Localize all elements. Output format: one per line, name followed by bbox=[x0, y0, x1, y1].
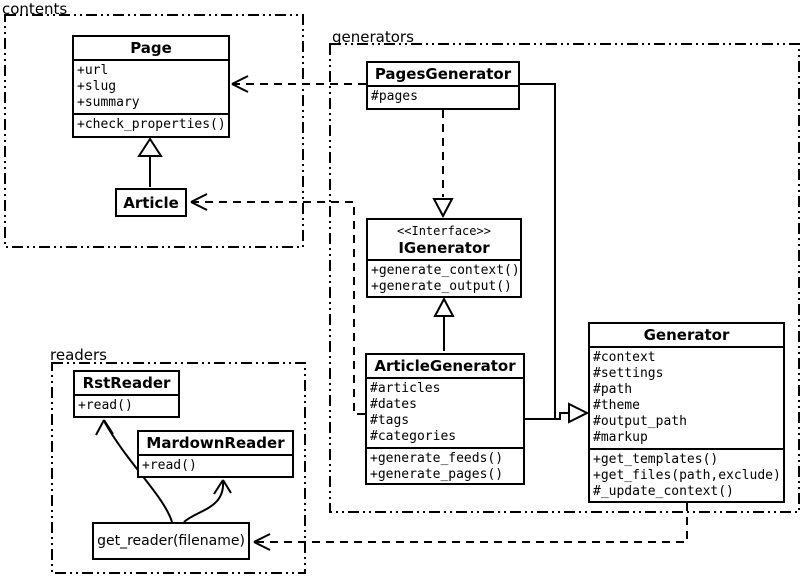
class-pages-generator-title: PagesGenerator bbox=[374, 65, 512, 83]
class-markdown-reader-title: MardownReader bbox=[146, 434, 285, 452]
triangle-arrow-page bbox=[137, 137, 163, 157]
attribute: #settings bbox=[593, 366, 664, 381]
class-pages-generator-attributes: #pages bbox=[368, 85, 518, 107]
class-igenerator: <<Interface>> IGenerator +generate_conte… bbox=[366, 218, 522, 298]
class-pages-generator: PagesGenerator #pages bbox=[366, 61, 520, 110]
package-contents-border bbox=[4, 14, 304, 248]
method: +get_templates() bbox=[593, 452, 719, 467]
method: +generate_feeds() bbox=[370, 451, 504, 466]
package-readers-border bbox=[51, 362, 306, 574]
function-get-reader-label: get_reader(filename) bbox=[97, 533, 245, 549]
class-page-methods: +check_properties() bbox=[74, 113, 228, 135]
attribute: #markup bbox=[593, 430, 648, 445]
method: +generate_context() bbox=[371, 263, 520, 278]
class-page: Page +url +slug +summary +check_properti… bbox=[72, 35, 230, 138]
package-generators-label: generators bbox=[332, 28, 414, 46]
function-get-reader: get_reader(filename) bbox=[92, 522, 250, 560]
arrowhead-open-getreader bbox=[253, 533, 271, 551]
class-article-generator-attributes: #articles #dates #tags #categories bbox=[367, 377, 523, 447]
class-markdown-reader-methods: +read() bbox=[139, 454, 292, 476]
triangle-arrow-igenerator-bottom bbox=[433, 296, 455, 317]
method: +get_files(path,exclude) bbox=[593, 468, 781, 483]
class-generator-attributes: #context #settings #path #theme #output_… bbox=[590, 346, 783, 448]
dependency-articlegenerator-article bbox=[192, 201, 365, 415]
class-article-generator-methods: +generate_feeds() +generate_pages() bbox=[367, 447, 523, 483]
attribute: +url bbox=[77, 63, 109, 78]
attribute: #articles bbox=[370, 381, 441, 396]
class-generator: Generator #context #settings #path #them… bbox=[588, 322, 785, 503]
class-rst-reader: RstReader +read() bbox=[73, 370, 180, 418]
dependency-generator-getreader bbox=[255, 503, 688, 543]
method: +generate_pages() bbox=[370, 467, 504, 482]
method: +generate_output() bbox=[371, 279, 512, 294]
package-readers-label: readers bbox=[50, 346, 107, 364]
arrowhead-open-rstreader bbox=[95, 419, 114, 436]
arrowhead-open-article bbox=[190, 193, 208, 211]
attribute: #path bbox=[593, 382, 633, 397]
arrow-getreader-markdownreader bbox=[183, 480, 225, 523]
class-article-generator: ArticleGenerator #articles #dates #tags … bbox=[365, 353, 525, 485]
class-rst-reader-title: RstReader bbox=[82, 374, 171, 392]
class-markdown-reader: MardownReader +read() bbox=[137, 430, 294, 478]
method: #_update_context() bbox=[593, 484, 734, 499]
triangle-arrow-igenerator-top bbox=[432, 198, 454, 219]
class-igenerator-title: IGenerator bbox=[398, 239, 490, 257]
arrowhead-open-markdownreader bbox=[213, 479, 232, 495]
class-article: Article bbox=[115, 188, 187, 217]
package-generators-border bbox=[329, 43, 800, 513]
attribute: #tags bbox=[370, 413, 410, 428]
attribute: +slug bbox=[77, 79, 117, 94]
triangle-arrow-generator bbox=[568, 402, 590, 424]
class-generator-methods: +get_templates() +get_files(path,exclude… bbox=[590, 448, 783, 501]
generalization-merge-jog bbox=[555, 412, 569, 420]
attribute: #dates bbox=[370, 397, 417, 412]
method: +read() bbox=[78, 398, 133, 413]
attribute: #output_path bbox=[593, 414, 687, 429]
attribute: #pages bbox=[371, 89, 418, 104]
attribute: #theme bbox=[593, 398, 640, 413]
class-page-title: Page bbox=[130, 39, 172, 57]
generalization-pagesgenerator-generator bbox=[520, 83, 556, 420]
class-generator-title: Generator bbox=[643, 326, 730, 344]
class-article-title: Article bbox=[123, 193, 179, 212]
attribute: #context bbox=[593, 350, 656, 365]
class-igenerator-methods: +generate_context() +generate_output() bbox=[368, 259, 520, 296]
class-article-generator-title: ArticleGenerator bbox=[374, 357, 516, 375]
class-rst-reader-methods: +read() bbox=[75, 394, 178, 416]
arrowhead-open-page bbox=[231, 75, 249, 93]
class-igenerator-header: <<Interface>> IGenerator bbox=[368, 220, 520, 259]
method: +read() bbox=[142, 458, 197, 473]
class-page-attributes: +url +slug +summary bbox=[74, 59, 228, 113]
class-igenerator-stereotype: <<Interface>> bbox=[397, 224, 491, 238]
attribute: #categories bbox=[370, 429, 457, 444]
method: +check_properties() bbox=[77, 117, 226, 132]
package-contents-label: contents bbox=[2, 0, 68, 18]
attribute: +summary bbox=[77, 95, 140, 110]
